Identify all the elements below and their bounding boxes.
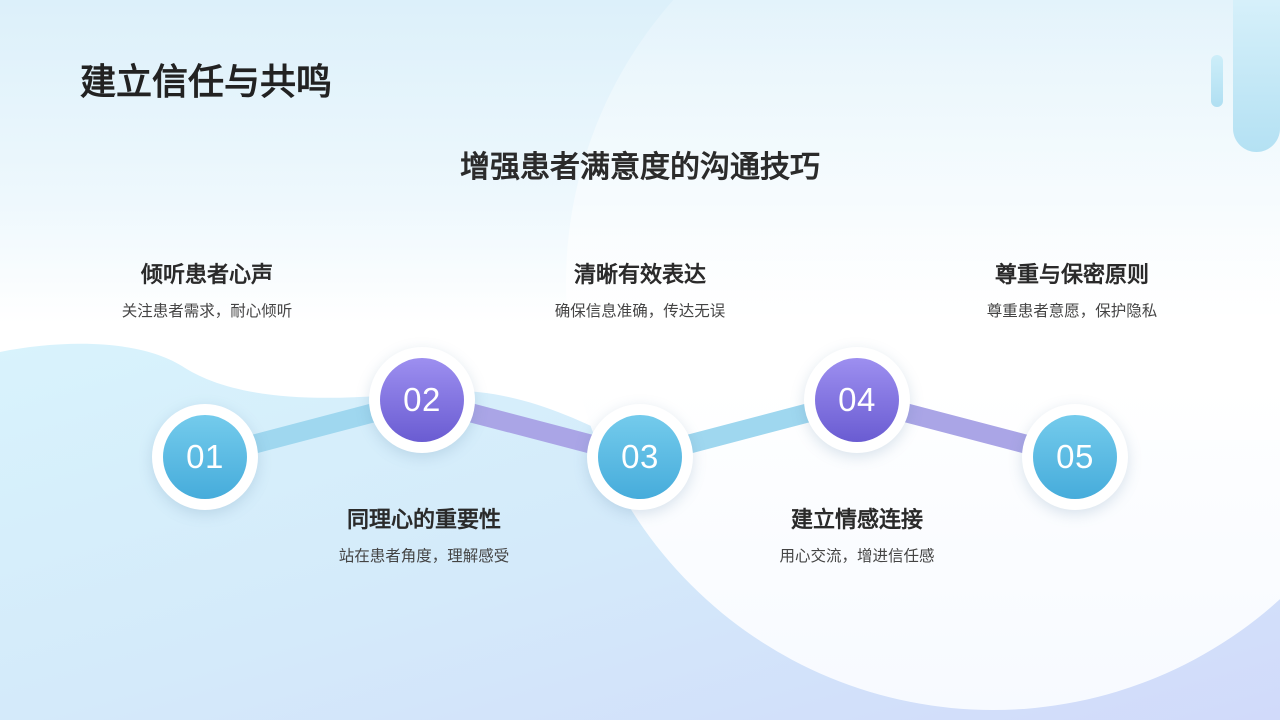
step-title: 尊重与保密原则	[994, 262, 1149, 287]
step-desc: 站在患者角度，理解感受	[338, 548, 510, 565]
step-circle: 04	[815, 358, 899, 442]
step-node-04: 04	[804, 347, 910, 453]
step-number: 05	[1056, 438, 1094, 475]
step-number: 01	[186, 438, 224, 475]
step-desc: 用心交流，增进信任感	[779, 548, 935, 565]
step-circle: 01	[163, 415, 247, 499]
step-node-03: 03	[587, 404, 693, 510]
step-title: 同理心的重要性	[346, 507, 501, 532]
step-desc: 确保信息准确，传达无误	[554, 303, 726, 320]
step-circle: 02	[380, 358, 464, 442]
step-label-02: 同理心的重要性 站在患者角度，理解感受	[264, 507, 584, 567]
slide-title: 建立信任与共鸣	[80, 61, 333, 102]
slide-subtitle: 增强患者满意度的沟通技巧	[460, 151, 820, 184]
step-number: 04	[838, 381, 876, 418]
step-title: 建立情感连接	[790, 507, 923, 532]
step-number: 03	[621, 438, 659, 475]
step-node-02: 02	[369, 347, 475, 453]
step-circle: 05	[1033, 415, 1117, 499]
decor-pill-small	[1211, 55, 1223, 107]
decor-pill-large	[1233, 0, 1280, 152]
step-node-05: 05	[1022, 404, 1128, 510]
step-label-05: 尊重与保密原则 尊重患者意愿，保护隐私	[912, 262, 1232, 322]
step-number: 02	[403, 381, 441, 418]
step-title: 清晰有效表达	[573, 262, 706, 287]
step-circle: 03	[598, 415, 682, 499]
step-label-03: 清晰有效表达 确保信息准确，传达无误	[480, 262, 800, 322]
step-node-01: 01	[152, 404, 258, 510]
step-label-01: 倾听患者心声 关注患者需求，耐心倾听	[47, 262, 367, 322]
background-circle	[566, 0, 1280, 710]
step-title: 倾听患者心声	[140, 262, 273, 287]
step-label-04: 建立情感连接 用心交流，增进信任感	[697, 507, 1017, 567]
step-desc: 尊重患者意愿，保护隐私	[986, 303, 1158, 320]
step-desc: 关注患者需求，耐心倾听	[121, 303, 293, 320]
